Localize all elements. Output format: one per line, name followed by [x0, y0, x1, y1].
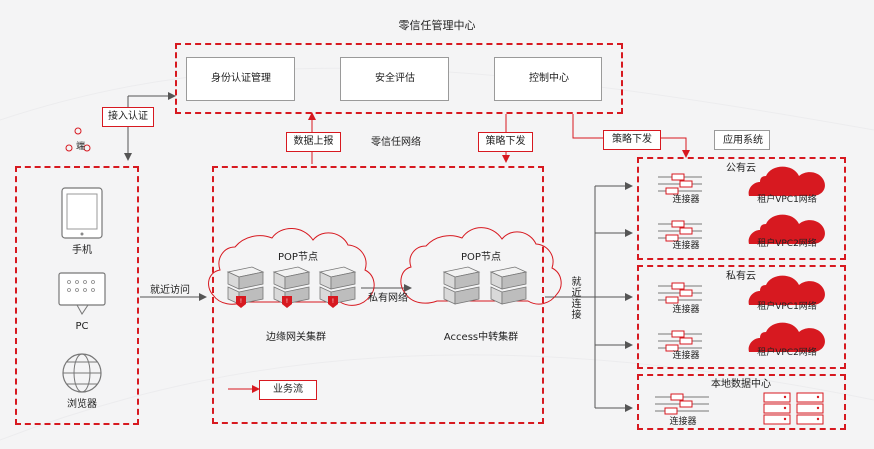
management-center-box	[175, 43, 623, 114]
private-connector-label-1: 连接器	[672, 305, 700, 315]
business-flow-badge: 业务流	[259, 380, 317, 400]
svg-text:!: !	[332, 299, 334, 305]
pop-node-label-left: POP节点	[278, 252, 318, 263]
public-cloud-box	[637, 157, 846, 260]
zero-trust-network-label: 零信任网络	[371, 137, 421, 148]
connector-icon-public-2	[658, 220, 702, 242]
public-connector-label-1: 连接器	[672, 195, 700, 205]
connector-icon-private-2	[658, 330, 702, 352]
access-server-stack-2	[489, 266, 528, 305]
edge-server-stack-2: !	[272, 266, 311, 308]
connector-icon-private-1	[658, 282, 702, 304]
tablet-icon	[61, 187, 103, 239]
device-browser-label: 浏览器	[67, 399, 97, 410]
public-cloud-label: 公有云	[726, 163, 756, 174]
policy-down-right-badge: 策略下发	[603, 130, 661, 150]
page-title: 零信任管理中心	[398, 19, 476, 32]
edge-server-stack-3: !	[318, 266, 357, 308]
device-pc-label: PC	[75, 321, 89, 332]
public-vpc1-label: 租户VPC1网络	[757, 195, 817, 205]
app-system-label: 应用系统	[723, 135, 763, 146]
private-connector-label-2: 连接器	[672, 351, 700, 361]
zero-trust-network-box	[212, 166, 544, 424]
globe-icon	[62, 353, 102, 393]
local-data-center-box	[637, 374, 846, 430]
pop-node-label-right: POP节点	[461, 252, 501, 263]
edge-pop-cloud	[208, 228, 375, 306]
private-vpc2-label: 租户VPC2网络	[757, 348, 817, 358]
vpc1-cloud-private	[748, 275, 825, 305]
access-server-stack-1	[442, 266, 481, 305]
access-auth-badge: 接入认证	[102, 107, 154, 127]
app-system-box: 应用系统	[714, 130, 770, 150]
nearby-connect-label: 就近连接	[569, 276, 580, 320]
private-network-label: 私有网络	[368, 293, 408, 304]
access-pop-cloud	[400, 227, 562, 305]
vpc2-cloud-public	[748, 214, 825, 244]
local-connector-label: 连接器	[669, 417, 697, 427]
connector-icon-public-1	[658, 173, 702, 195]
private-cloud-label: 私有云	[726, 271, 756, 282]
access-cluster-label: Access中转集群	[443, 332, 519, 343]
control-center-box: 控制中心	[494, 57, 602, 101]
svg-text:!: !	[240, 299, 242, 305]
private-cloud-box	[637, 265, 846, 369]
control-center-label: 控制中心	[529, 73, 569, 84]
identity-auth-label: 身份认证管理	[211, 73, 271, 84]
vpc2-cloud-private	[748, 322, 825, 352]
connector-icon-local	[655, 393, 709, 415]
pc-icon	[58, 272, 106, 315]
endpoint-box	[15, 166, 139, 425]
policy-down-badge: 策略下发	[478, 132, 533, 152]
nearby-access-label: 就近访问	[150, 285, 190, 296]
local-server-rack-1	[763, 392, 791, 425]
edge-server-stack-1: !	[226, 266, 265, 308]
data-report-badge: 数据上报	[286, 132, 341, 152]
local-data-center-label: 本地数据中心	[711, 379, 771, 390]
security-assessment-label: 安全评估	[375, 73, 415, 84]
svg-text:!: !	[286, 299, 288, 305]
security-assessment-box: 安全评估	[340, 57, 449, 101]
identity-auth-box: 身份认证管理	[186, 57, 295, 101]
endpoint-label: 端	[76, 142, 86, 152]
public-connector-label-2: 连接器	[672, 241, 700, 251]
local-server-rack-2	[796, 392, 824, 425]
public-vpc2-label: 租户VPC2网络	[757, 239, 817, 249]
edge-cluster-label: 边缘网关集群	[266, 332, 326, 343]
private-vpc1-label: 租户VPC1网络	[757, 302, 817, 312]
vpc1-cloud-public	[748, 166, 825, 196]
device-mobile-label: 手机	[72, 245, 92, 256]
